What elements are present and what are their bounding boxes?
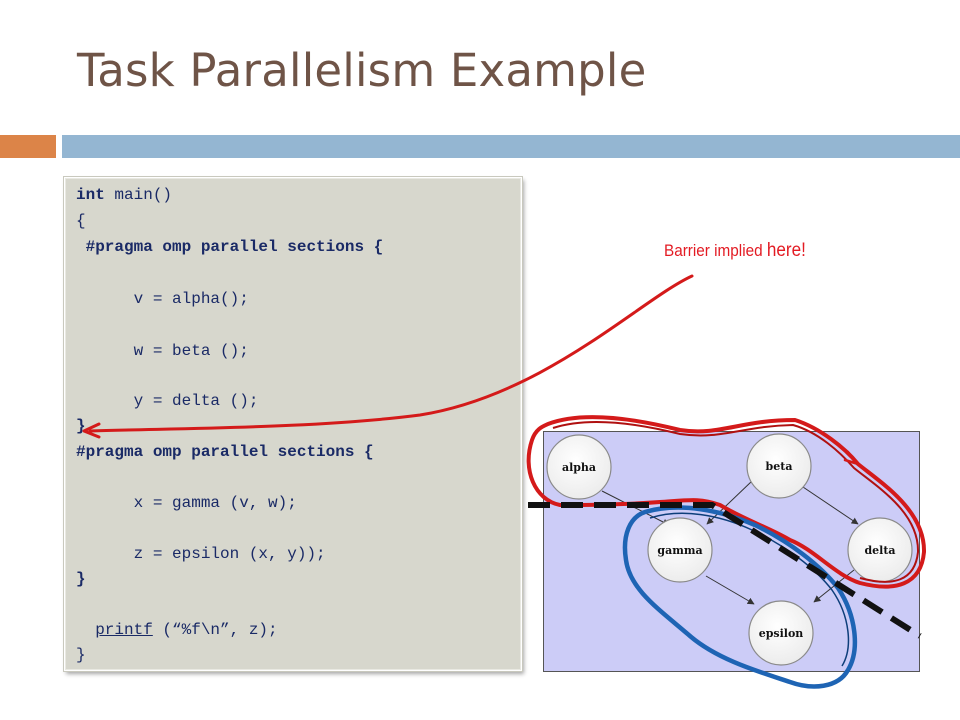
code-line-10: z = epsilon (x, y)); bbox=[76, 545, 326, 563]
code-line-12: printf (“%f\n”, z); bbox=[76, 620, 278, 640]
code-line-4: v = alpha(); bbox=[76, 290, 249, 308]
code-line-13: } bbox=[76, 646, 86, 664]
barrier-annotation-emphasis: here! bbox=[766, 240, 806, 261]
code-keyword-int: int bbox=[76, 186, 105, 204]
code-line-2: { bbox=[76, 212, 86, 230]
accent-bar-orange bbox=[0, 135, 56, 158]
code-main-signature: main() bbox=[104, 186, 173, 204]
code-line-9: x = gamma (v, w); bbox=[76, 494, 297, 512]
code-indent bbox=[76, 621, 95, 639]
task-graph-panel bbox=[543, 431, 920, 672]
code-line-3: #pragma omp parallel sections { bbox=[76, 238, 384, 256]
accent-bar-blue bbox=[62, 135, 960, 158]
code-line-1: int main() bbox=[76, 185, 172, 205]
code-printf-args: (“%f\n”, z); bbox=[152, 621, 278, 639]
code-line-6: y = delta (); bbox=[76, 392, 259, 410]
barrier-annotation-text: Barrier implied bbox=[664, 241, 767, 260]
code-line-11: } bbox=[76, 570, 86, 588]
code-listing-box: int main() { #pragma omp parallel sectio… bbox=[64, 177, 522, 671]
barrier-annotation: Barrier implied here! bbox=[664, 240, 806, 262]
code-printf: printf bbox=[95, 621, 153, 639]
code-line-5: w = beta (); bbox=[76, 342, 249, 360]
slide-title: Task Parallelism Example bbox=[77, 44, 647, 97]
code-line-7: } bbox=[76, 417, 86, 435]
code-line-8: #pragma omp parallel sections { bbox=[76, 443, 374, 461]
